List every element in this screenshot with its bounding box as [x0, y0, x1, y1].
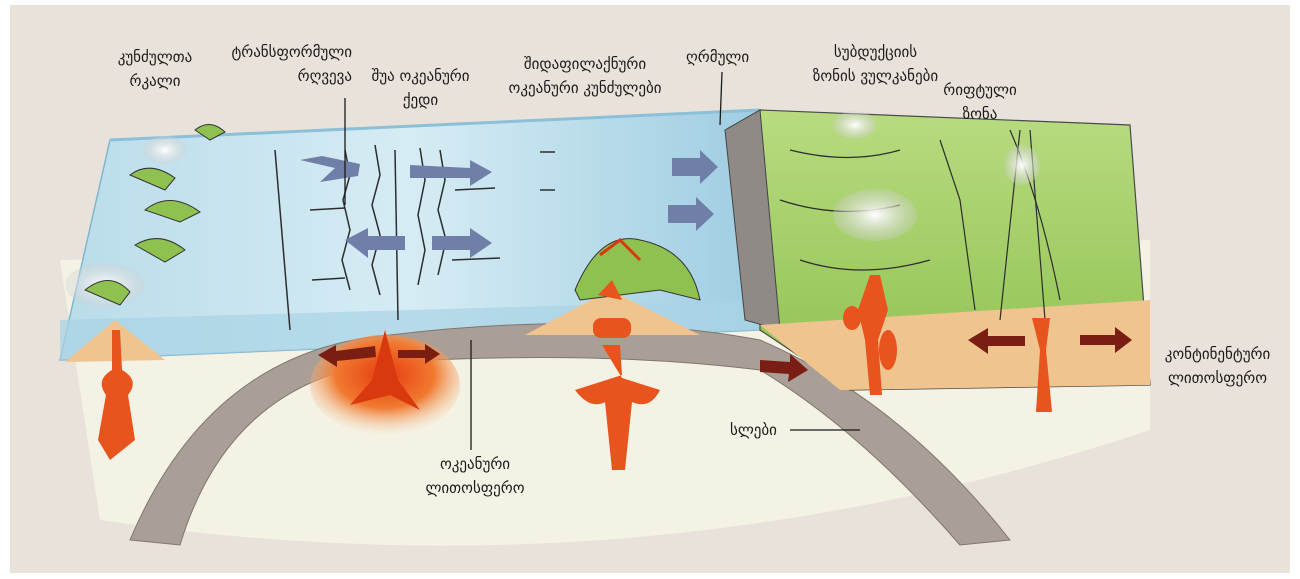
label-mid-ocean-ridge-line1: შუა ოკეანური	[358, 64, 483, 88]
label-slab-line1: სლები	[730, 418, 777, 442]
label-island-arc-line2: რკალი	[100, 69, 210, 93]
label-trench-line1: ღრმული	[686, 45, 749, 69]
label-oceanic-lithosphere-line2: ლითოსფერო	[410, 476, 540, 500]
label-intraplate-islands: შიდაფილაქნური ოკეანური კუნძულები	[495, 52, 675, 100]
label-subduction-volcanoes-line1: სუბდუქციის	[793, 40, 958, 64]
label-continental-lithosphere-line2: ლითოსფერო	[1140, 366, 1295, 390]
label-transform-fault-line1: ტრანსფორმული	[222, 40, 352, 64]
smoke-rift	[1004, 145, 1040, 185]
smoke-subduction-top	[833, 111, 877, 139]
label-intraplate-islands-line1: შიდაფილაქნური	[495, 52, 675, 76]
label-island-arc: კუნძულთა რკალი	[100, 45, 210, 93]
label-intraplate-islands-line2: ოკეანური კუნძულები	[495, 76, 675, 100]
label-continental-lithosphere-line1: კონტინენტური	[1140, 342, 1295, 366]
label-oceanic-lithosphere-line1: ოკეანური	[410, 452, 540, 476]
label-oceanic-lithosphere: ოკეანური ლითოსფერო	[410, 452, 540, 500]
label-transform-fault: ტრანსფორმული რღვევა	[222, 40, 352, 88]
label-trench: ღრმული	[686, 45, 749, 69]
label-rift-zone: რიფტული ზონა	[930, 78, 1030, 126]
label-island-arc-line1: კუნძულთა	[100, 45, 210, 69]
label-transform-fault-line2: რღვევა	[222, 64, 352, 88]
label-rift-zone-line2: ზონა	[930, 102, 1030, 126]
label-slab: სლები	[730, 418, 777, 442]
label-rift-zone-line1: რიფტული	[930, 78, 1030, 102]
label-mid-ocean-ridge: შუა ოკეანური ქედი	[358, 64, 483, 112]
label-continental-lithosphere: კონტინენტური ლითოსფერო	[1140, 342, 1295, 390]
smoke-subduction	[833, 189, 917, 241]
label-mid-ocean-ridge-line2: ქედი	[358, 88, 483, 112]
